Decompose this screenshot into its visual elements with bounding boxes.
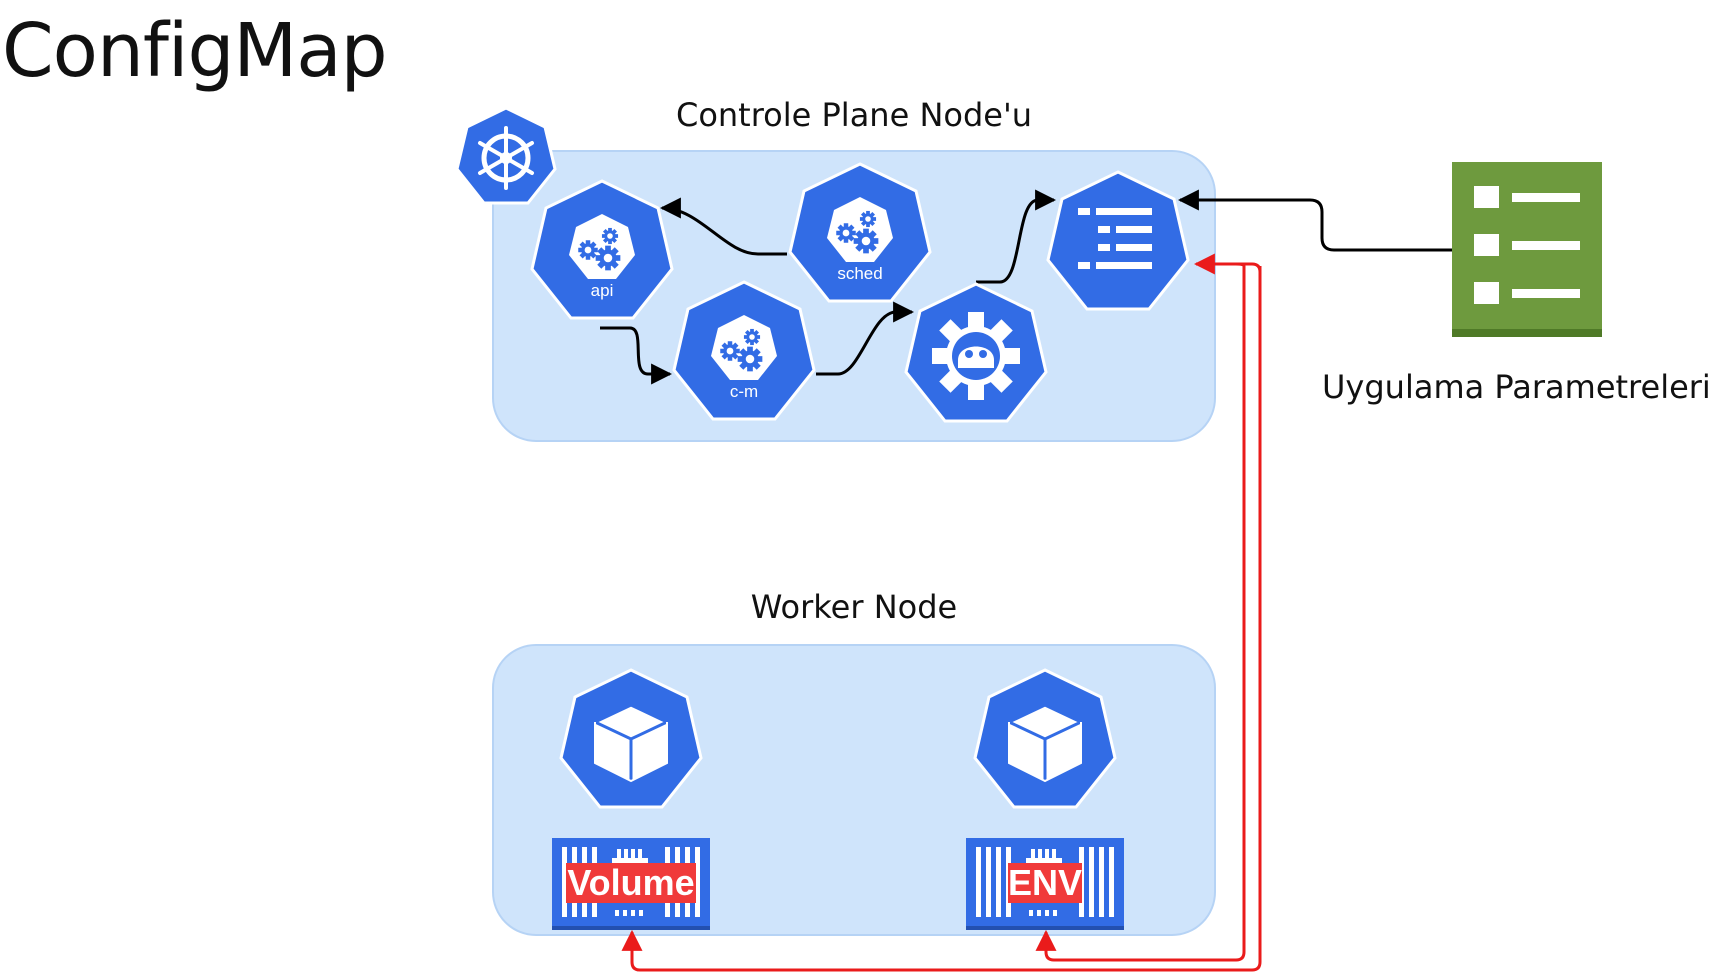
- control-plane-title: Controle Plane Node'u: [675, 96, 1033, 134]
- parameters-list-icon: [1452, 162, 1602, 337]
- sched-label: sched: [837, 264, 882, 283]
- arrow-cm-to-ccm: [816, 301, 915, 376]
- arrow-ccm-to-configmap: [976, 189, 1057, 284]
- pod-icon: [559, 668, 703, 809]
- volume-label-bg: [566, 863, 696, 903]
- controller-manager-icon: c-m: [672, 280, 816, 421]
- scheduler-icon: sched: [788, 162, 932, 303]
- red-line-top: [1193, 253, 1262, 275]
- container-icon: Volume: [552, 838, 710, 930]
- volume-label: Volume: [567, 862, 694, 903]
- cm-label: c-m: [730, 382, 758, 401]
- worker-node-title: Worker Node: [750, 588, 958, 626]
- api-server-icon: api: [530, 179, 674, 320]
- cloud-controller-icon: [904, 282, 1048, 423]
- container-icon: ENV: [966, 838, 1124, 930]
- arrow-params-to-configmap: [1177, 189, 1453, 252]
- red-line-to-env: [1035, 266, 1246, 962]
- kubernetes-logo-icon: [455, 106, 557, 205]
- configmap-icon: [1046, 170, 1190, 311]
- page-title: ConfigMap: [2, 8, 388, 94]
- arrow-sched-to-api: [659, 197, 787, 256]
- arrow-api-to-cm: [600, 326, 673, 385]
- env-label-bg: [1008, 863, 1082, 903]
- pod-icon: [973, 668, 1117, 809]
- parameters-label: Uygulama Parametreleri: [1322, 368, 1711, 406]
- api-label: api: [591, 281, 614, 300]
- env-label: ENV: [1008, 862, 1082, 903]
- red-line-top-inner: [1235, 262, 1246, 272]
